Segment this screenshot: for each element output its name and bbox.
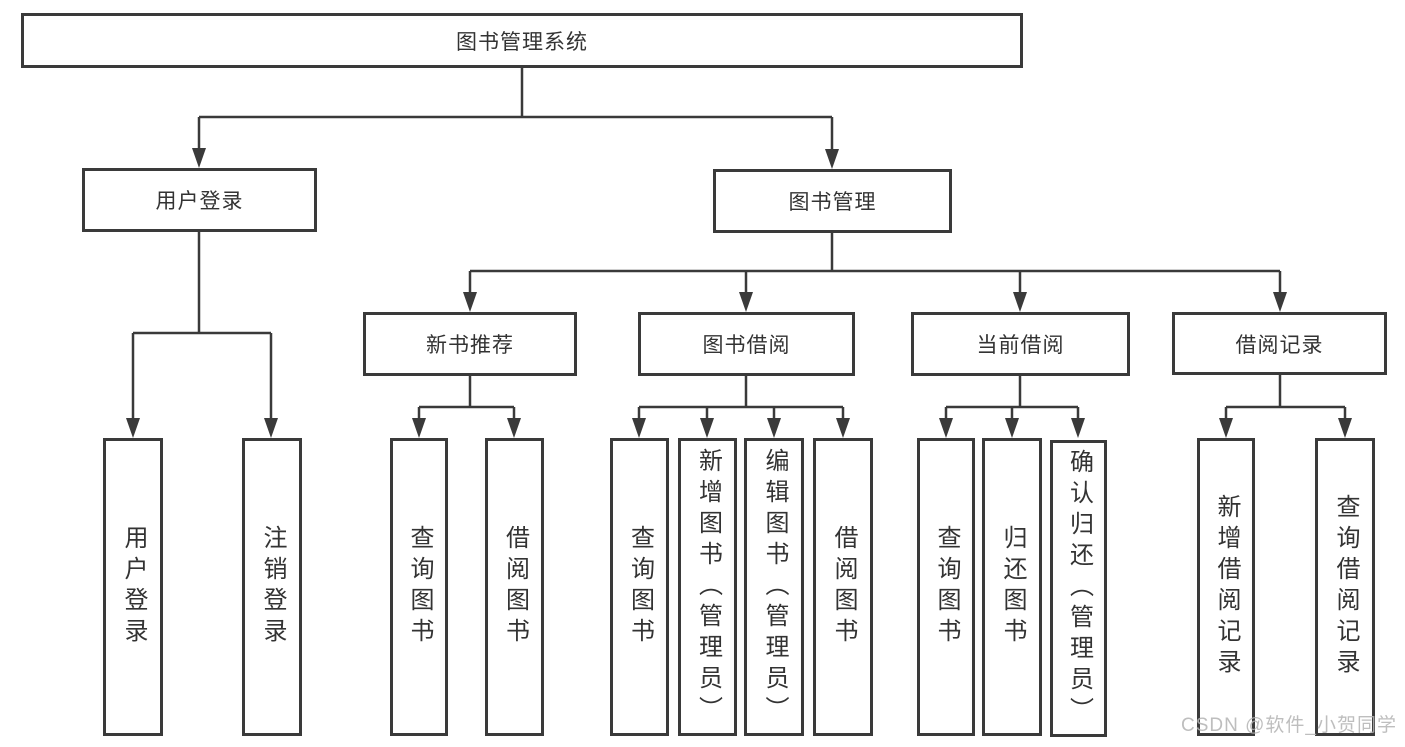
leaf-query-borrow-record: 查询借阅记录 <box>1315 438 1375 736</box>
node-new-book-recommend: 新书推荐 <box>363 312 577 376</box>
leaf-query-books-borrow-label: 查询图书 <box>626 525 654 649</box>
node-new-book-recommend-label: 新书推荐 <box>426 334 514 357</box>
leaf-return-books: 归还图书 <box>982 438 1042 736</box>
node-user-login: 用户登录 <box>82 168 317 232</box>
leaf-edit-books-admin-label: 编辑图书（管理员） <box>761 447 788 727</box>
node-book-management-label: 图书管理 <box>788 191 877 214</box>
leaf-user-login-label: 用户登录 <box>120 525 147 649</box>
leaf-confirm-return-admin: 确认归还（管理员） <box>1050 440 1107 737</box>
node-current-borrow-label: 当前借阅 <box>976 334 1065 357</box>
leaf-logout: 注销登录 <box>242 438 302 736</box>
node-current-borrow: 当前借阅 <box>911 312 1130 376</box>
leaf-logout-label: 注销登录 <box>259 525 286 649</box>
node-user-login-label: 用户登录 <box>155 190 244 213</box>
leaf-query-books-current: 查询图书 <box>917 438 975 736</box>
leaf-query-books-recommend-label: 查询图书 <box>406 525 433 649</box>
leaf-borrow-books-recommend: 借阅图书 <box>485 438 544 736</box>
leaf-query-books-borrow: 查询图书 <box>610 438 669 736</box>
leaf-query-books-recommend: 查询图书 <box>390 438 448 736</box>
leaf-add-books-admin-label: 新增图书（管理员） <box>694 447 722 727</box>
csdn-watermark: CSDN @软件_小贺同学 <box>1181 715 1397 736</box>
leaf-user-login: 用户登录 <box>103 438 163 736</box>
leaf-query-books-current-label: 查询图书 <box>933 525 960 649</box>
leaf-add-borrow-record: 新增借阅记录 <box>1197 438 1255 736</box>
node-borrow-records: 借阅记录 <box>1172 312 1387 375</box>
node-book-borrow-label: 图书借阅 <box>702 334 791 357</box>
leaf-borrow-books-recommend-label: 借阅图书 <box>501 525 529 649</box>
node-root: 图书管理系统 <box>21 13 1023 68</box>
leaf-borrow-books: 借阅图书 <box>813 438 873 736</box>
leaf-confirm-return-admin-label: 确认归还（管理员） <box>1065 449 1093 728</box>
leaf-borrow-books-label: 借阅图书 <box>830 525 857 649</box>
leaf-add-borrow-record-label: 新增借阅记录 <box>1213 494 1240 680</box>
leaf-edit-books-admin: 编辑图书（管理员） <box>744 438 804 736</box>
node-borrow-records-label: 借阅记录 <box>1235 333 1324 357</box>
leaf-return-books-label: 归还图书 <box>999 525 1026 649</box>
node-book-borrow: 图书借阅 <box>638 312 855 376</box>
node-root-label: 图书管理系统 <box>456 30 588 54</box>
leaf-query-borrow-record-label: 查询借阅记录 <box>1332 494 1359 680</box>
leaf-add-books-admin: 新增图书（管理员） <box>678 438 737 736</box>
node-book-management: 图书管理 <box>713 169 952 233</box>
